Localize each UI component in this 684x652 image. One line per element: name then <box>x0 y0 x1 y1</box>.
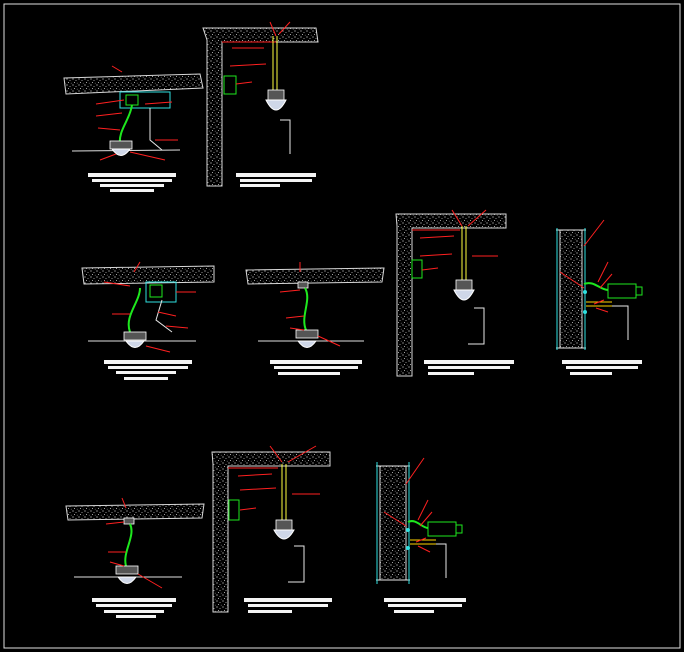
camera-cable <box>127 287 141 333</box>
concrete-slab <box>65 503 205 521</box>
leaders <box>229 21 291 85</box>
junction-box <box>119 91 171 109</box>
wall-and-slab <box>211 451 331 613</box>
concrete-slab <box>63 73 204 95</box>
detail-ceiling-dome-direct <box>245 262 385 375</box>
leaders <box>95 65 178 161</box>
detail-ceiling-dome-simple <box>65 497 205 618</box>
pendant-dome-camera <box>265 99 287 111</box>
wall-box <box>228 499 240 521</box>
leaders <box>105 497 163 589</box>
camera-cable <box>303 287 309 331</box>
pendant-dome-camera <box>453 289 475 301</box>
detail-pendant-dome-wall-bracket-2 <box>395 209 514 377</box>
dome-camera <box>297 340 317 348</box>
camera-cable <box>118 104 133 146</box>
wall-and-slab <box>202 27 319 187</box>
camera-cable <box>407 520 429 529</box>
wall-section <box>559 229 583 349</box>
title-block <box>236 173 316 187</box>
title-block <box>270 360 362 375</box>
detail-ceiling-dome-junction-box <box>63 65 204 192</box>
dome-camera <box>117 576 137 584</box>
detail-bullet-camera-column-mount <box>376 457 466 613</box>
pole-bracket <box>280 119 291 154</box>
pole-bracket <box>288 545 305 583</box>
terminal-box <box>125 94 139 106</box>
title-block <box>424 360 514 375</box>
concrete-slab <box>245 267 385 285</box>
dome-camera <box>125 340 145 348</box>
wall-box <box>411 259 423 279</box>
camera-cable <box>583 282 609 291</box>
leaders <box>279 262 341 347</box>
leaders <box>559 219 613 313</box>
concrete-slab <box>81 265 215 285</box>
detail-ceiling-dome-box-variant <box>81 261 215 380</box>
detail-pendant-dome-wall-bracket-3 <box>211 445 332 613</box>
title-block <box>562 360 642 375</box>
camera-cable <box>124 523 133 567</box>
leaders <box>419 209 498 271</box>
pole-bracket <box>468 307 485 345</box>
detail-pendant-dome-wall-bracket <box>202 21 319 187</box>
conduit-drop <box>149 108 163 151</box>
terminal-box <box>149 284 163 298</box>
leaders <box>103 261 196 353</box>
detail-bullet-camera-wall-mount <box>556 219 643 375</box>
title-block <box>104 360 192 380</box>
wall-and-slab <box>395 213 507 377</box>
title-block <box>384 598 466 613</box>
bullet-camera <box>427 521 457 537</box>
sheet-border <box>3 3 681 649</box>
dome-base <box>109 140 133 150</box>
wall-box <box>223 75 237 95</box>
dome-camera <box>111 148 131 156</box>
title-block <box>88 173 176 192</box>
title-block <box>244 598 332 613</box>
bullet-camera <box>607 283 637 299</box>
leaders <box>383 457 433 553</box>
pendant-dome-camera <box>273 529 295 540</box>
leaders <box>237 445 320 511</box>
title-block <box>92 598 176 618</box>
